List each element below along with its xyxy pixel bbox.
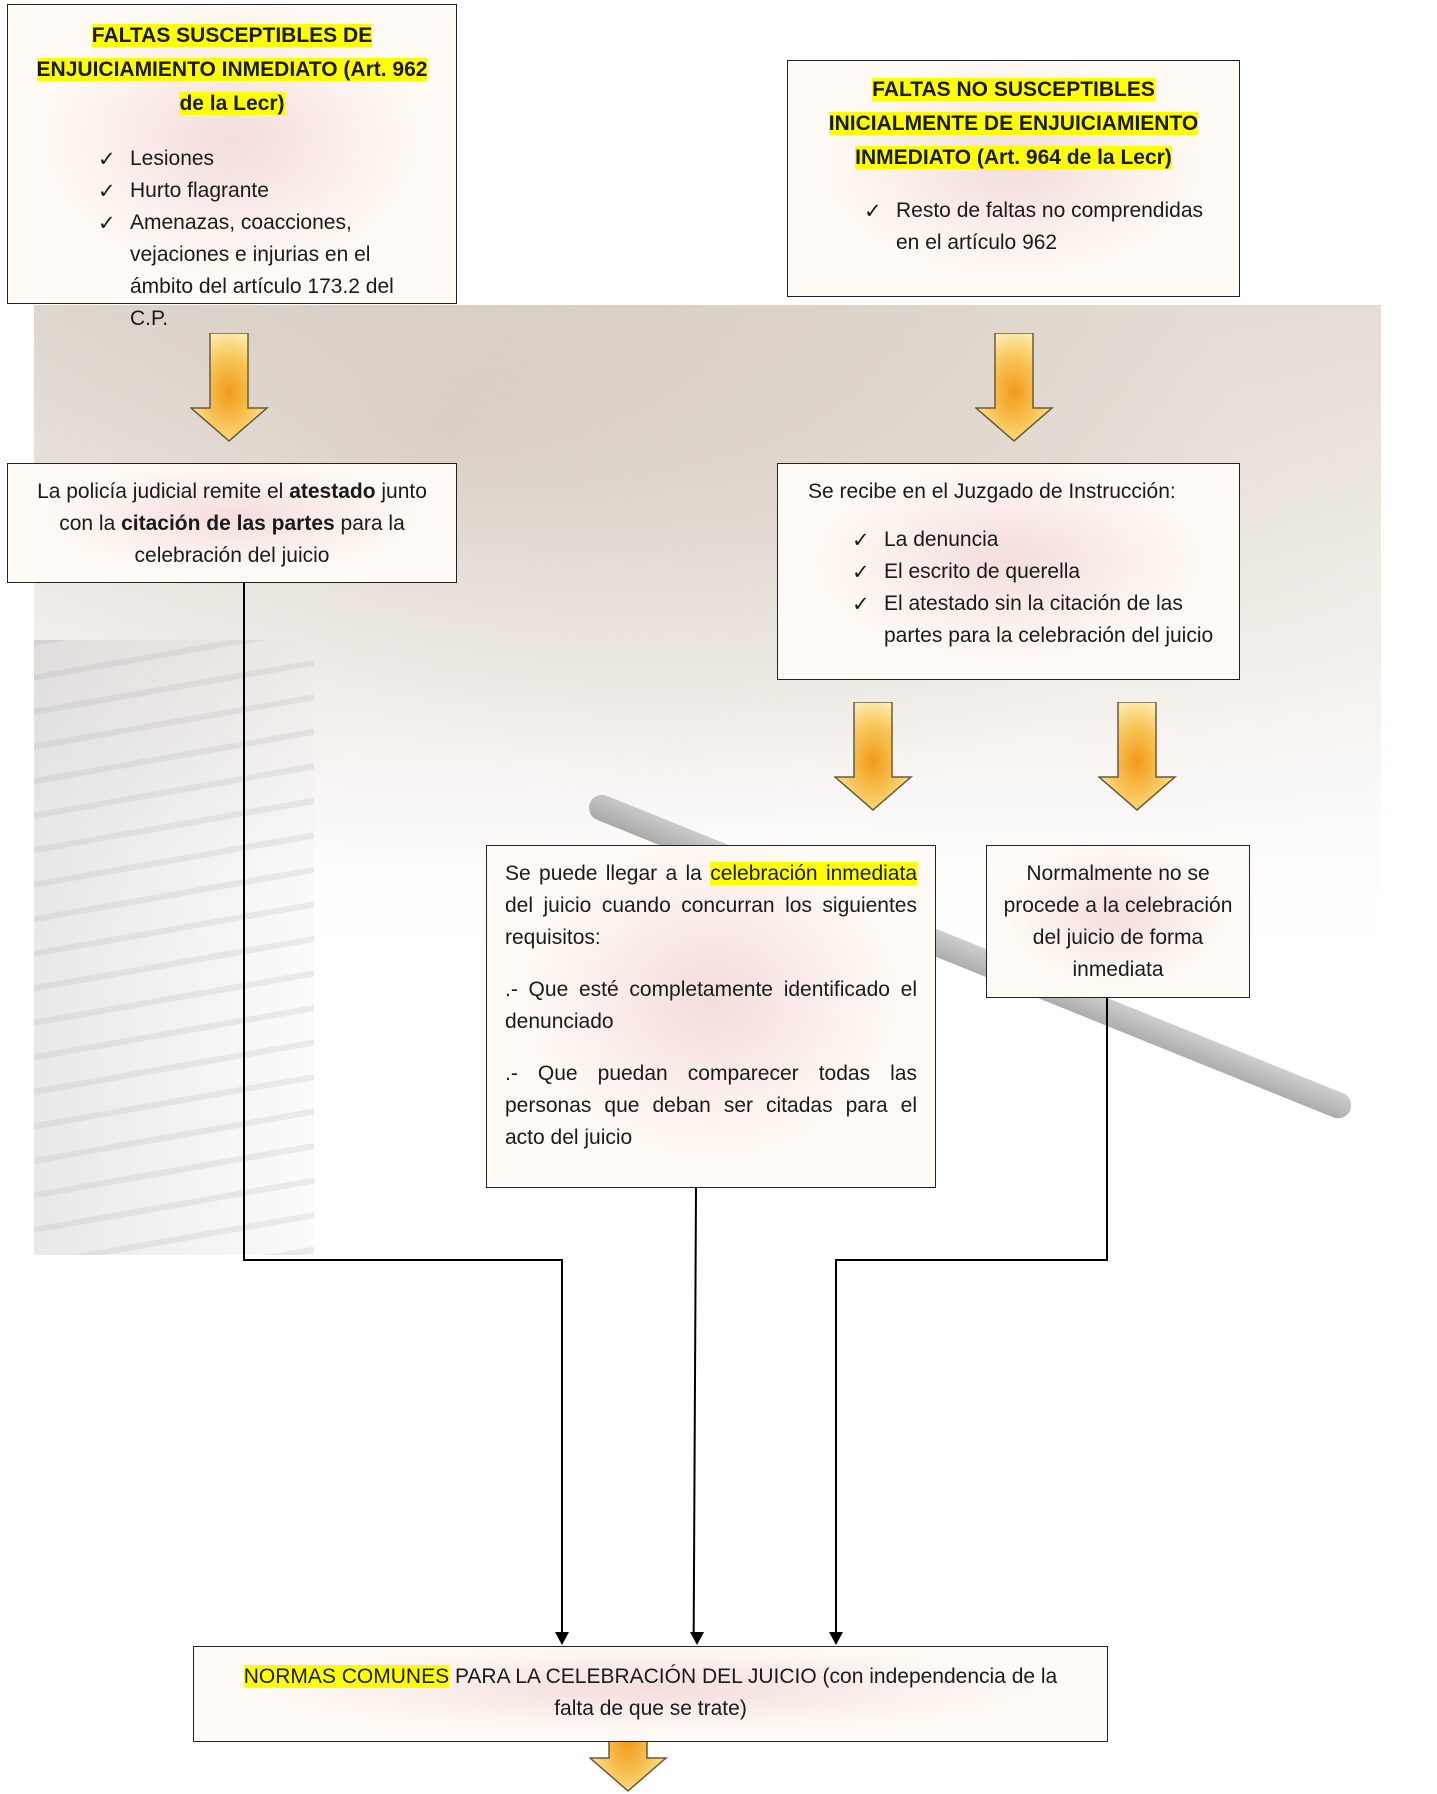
text-segment: Normalmente no se procede a la celebraci… (1003, 862, 1233, 981)
box-title: FALTAS NO SUSCEPTIBLES INICIALMENTE DE E… (808, 73, 1219, 175)
box-faltas-susceptibles: FALTAS SUSCEPTIBLES DE ENJUICIAMIENTO IN… (7, 4, 457, 330)
checklist: La denuncia El escrito de querella El at… (834, 524, 1215, 652)
down-arrow-icon (1098, 702, 1178, 811)
checklist: Resto de faltas no comprendidas en el ar… (846, 195, 1219, 259)
box-faltas-no-susceptibles: FALTAS NO SUSCEPTIBLES INICIALMENTE DE E… (787, 60, 1240, 297)
intro-text: Se recibe en el Juzgado de Instrucción: (808, 480, 1176, 503)
list-item: Amenazas, coacciones, vejaciones e injur… (80, 207, 432, 335)
requirement-1: .- Que esté completamente identificado e… (505, 978, 917, 1033)
box-normas-comunes: NORMAS COMUNES PARA LA CELEBRACIÓN DEL J… (193, 1646, 1108, 1742)
list-item: Hurto flagrante (80, 175, 432, 207)
text-segment: junto con la (59, 480, 427, 535)
connector-line (692, 1187, 697, 1634)
notebook-image (34, 640, 314, 1255)
box-title: FALTAS SUSCEPTIBLES DE ENJUICIAMIENTO IN… (32, 19, 432, 121)
connector-line (1106, 998, 1108, 1261)
arrowhead-icon (555, 1632, 569, 1645)
box-no-inmediata: Normalmente no se procede a la celebraci… (986, 845, 1250, 998)
highlighted-title: FALTAS NO SUSCEPTIBLES INICIALMENTE DE E… (828, 78, 1199, 169)
text-segment: para la celebración del juicio (134, 512, 405, 567)
list-item: La denuncia (834, 524, 1215, 556)
requirement-2: .- Que puedan comparecer todas las perso… (505, 1062, 917, 1149)
text-segment: del juicio cuando concurran los siguient… (505, 894, 917, 949)
box-policia-judicial: La policía judicial remite el atestado j… (7, 463, 457, 583)
list-item: El atestado sin la citación de las parte… (834, 588, 1215, 652)
down-arrow-icon (975, 333, 1055, 442)
connector-line (243, 1259, 563, 1261)
bold-text: citación de las partes (121, 512, 335, 535)
arrowhead-icon (690, 1632, 704, 1645)
highlighted-text: NORMAS COMUNES (243, 1665, 450, 1688)
intro-text: Se puede llegar a la celebración inmedia… (505, 858, 918, 954)
bold-text: atestado (289, 480, 376, 503)
highlighted-text: celebración inmediata (710, 862, 918, 885)
text-segment: La policía judicial remite el (37, 480, 290, 503)
down-arrow-icon (834, 702, 914, 811)
down-arrow-icon (190, 333, 270, 442)
arrowhead-icon (829, 1632, 843, 1645)
connector-line (835, 1259, 1108, 1261)
checklist: Lesiones Hurto flagrante Amenazas, coacc… (80, 143, 432, 335)
list-item: Resto de faltas no comprendidas en el ar… (846, 195, 1219, 259)
connector-line (561, 1259, 563, 1634)
connector-line (835, 1259, 837, 1634)
box-celebracion-inmediata: Se puede llegar a la celebración inmedia… (486, 845, 936, 1188)
list-item: El escrito de querella (834, 556, 1215, 588)
box-juzgado-instruccion: Se recibe en el Juzgado de Instrucción: … (777, 463, 1240, 680)
highlighted-title: FALTAS SUSCEPTIBLES DE ENJUICIAMIENTO IN… (36, 24, 428, 115)
connector-line (243, 583, 245, 1261)
list-item: Lesiones (80, 143, 432, 175)
text-segment: PARA LA CELEBRACIÓN DEL JUICIO (con inde… (449, 1665, 1058, 1720)
text-segment: Se puede llegar a la (505, 862, 711, 885)
